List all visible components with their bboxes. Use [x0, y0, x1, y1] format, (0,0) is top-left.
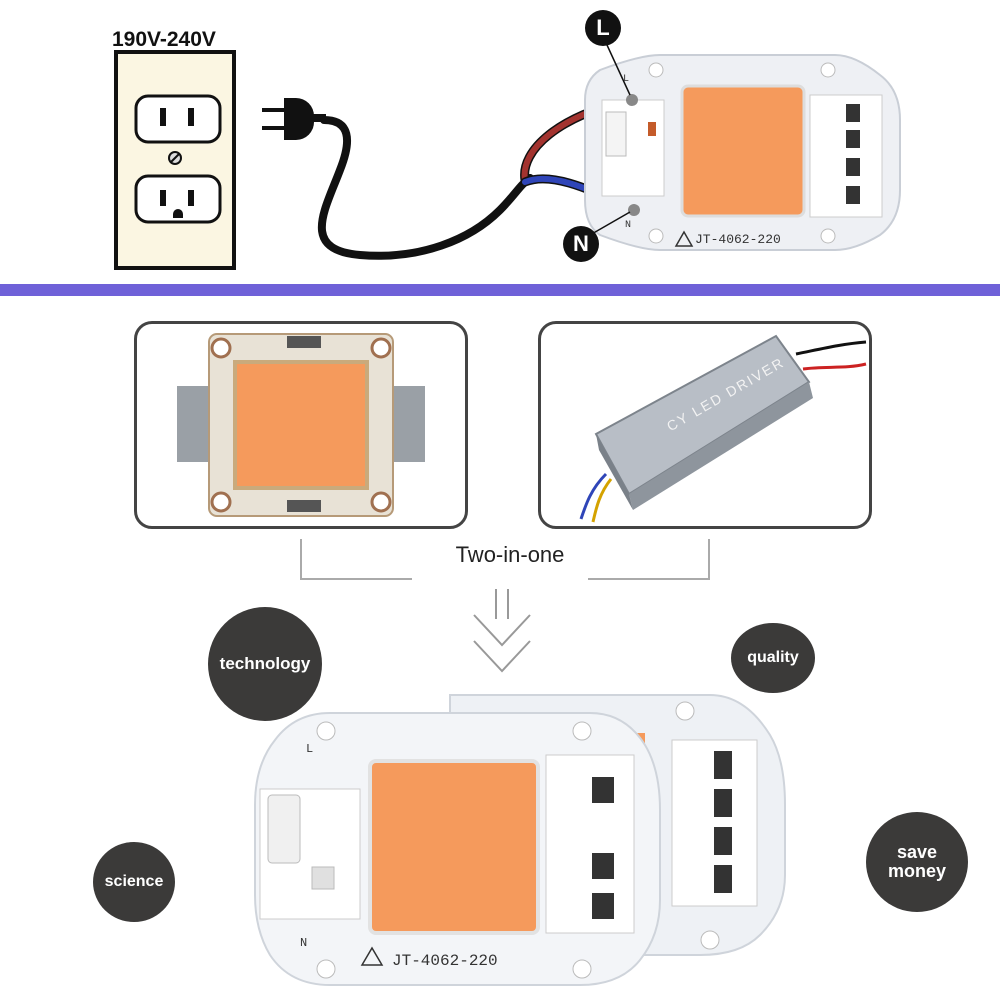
down-chevron-icon [473, 614, 531, 647]
board-n-marking: N [625, 220, 632, 231]
board-model-top: JT-4062-220 [695, 232, 781, 247]
led-driver-box [579, 334, 867, 523]
badge-quality: quality [731, 623, 815, 693]
cob-led-chip [177, 333, 425, 517]
led-board-front [254, 712, 661, 986]
bottom-board-model: JT-4062-220 [392, 952, 498, 970]
two-in-one-caption: Two-in-one [455, 542, 565, 567]
cob-led-panel [134, 321, 468, 529]
bottom-board-n-marking: N [300, 936, 308, 950]
merge-connector [300, 539, 710, 673]
plug-icon [262, 98, 326, 140]
board-l-marking: L [623, 74, 630, 85]
led-boards-bottom [254, 694, 786, 986]
wall-outlet-icon [114, 50, 236, 270]
voltage-label: 190V-240V [112, 28, 216, 51]
bottom-board-l-marking: L [306, 742, 314, 756]
neutral-pin-label: N [563, 226, 599, 262]
led-board-top [584, 54, 901, 251]
warning-icon [360, 946, 384, 966]
led-driver-panel: CY LED DRIVER [538, 321, 872, 529]
down-chevron-icon-2 [473, 640, 531, 673]
section-divider [0, 284, 1000, 296]
power-cable [317, 116, 534, 260]
badge-technology: technology [208, 607, 322, 721]
badge-save-money: save money [866, 812, 968, 912]
badge-science: science [93, 842, 175, 922]
live-pin-label: L [585, 10, 621, 46]
wiring-diagram [114, 44, 901, 270]
